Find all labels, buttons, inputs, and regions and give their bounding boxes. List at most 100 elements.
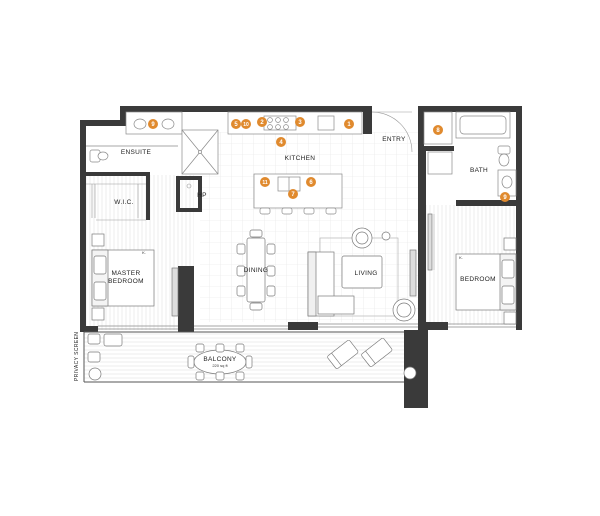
- marker-8[interactable]: 8: [433, 125, 443, 135]
- marker-7[interactable]: 7: [288, 189, 298, 199]
- master-nightstand-bottom: [91, 307, 105, 321]
- toilet-ensuite-bowl: [97, 151, 109, 161]
- marker-11-dot: [260, 177, 270, 187]
- label-living: LIVING: [354, 270, 377, 277]
- wic-shelves: [86, 183, 146, 221]
- marker-9-bath-dot: [500, 192, 510, 202]
- marker-10-number: 10: [243, 122, 249, 128]
- marker-1[interactable]: 1: [344, 119, 354, 129]
- bath-fixtures: [423, 111, 517, 197]
- marker-10-dot: [241, 119, 251, 129]
- marker-3[interactable]: 3: [295, 117, 305, 127]
- marker-3-number: 3: [298, 120, 302, 126]
- planter-right: [403, 366, 417, 380]
- marker-6[interactable]: 6: [306, 177, 316, 187]
- marker-8-dot: [433, 125, 443, 135]
- planter-left: [88, 367, 102, 381]
- marker-5[interactable]: 5: [231, 119, 241, 129]
- living-furniture: [307, 227, 417, 322]
- master-bedroom-furniture: [91, 233, 179, 321]
- label-balcony-area: 220 sq ft: [212, 363, 228, 368]
- marker-5-number: 5: [234, 122, 238, 128]
- wall-ensuite-left-top: [80, 120, 126, 126]
- toilet-bath-tank: [497, 145, 511, 155]
- walls: [80, 106, 522, 408]
- label-master-line2: BEDROOM: [108, 278, 144, 285]
- stool-1: [259, 207, 271, 215]
- marker-4[interactable]: 4: [276, 137, 286, 147]
- marker-4-number: 4: [279, 140, 283, 146]
- label-bath: BATH: [470, 167, 488, 174]
- balcony-furniture: [87, 333, 417, 381]
- marker-2-number: 2: [260, 120, 264, 126]
- second-nightstand-bottom: [503, 311, 517, 325]
- marker-11-number: 11: [262, 180, 268, 186]
- stool-2: [281, 207, 293, 215]
- wall-hp-bottom: [176, 208, 202, 212]
- entry-door: [371, 111, 413, 153]
- marker-9-ensuite[interactable]: 9: [148, 119, 158, 129]
- wall-bath-door: [418, 146, 454, 151]
- label-balcony: BALCONY: [203, 356, 237, 363]
- label-kitchen: KITCHEN: [285, 155, 316, 162]
- label-bed-size-master: K.: [142, 250, 146, 255]
- wall-bath-left: [418, 106, 424, 150]
- label-master-line1: MASTER: [112, 270, 141, 277]
- feature-markers: 1 2 3 4 5 10 6 7: [148, 117, 510, 202]
- marker-3-dot: [295, 117, 305, 127]
- kitchen-sink-counter: [317, 115, 335, 131]
- wall-wic-top: [86, 172, 150, 176]
- wall-kitchen-top: [226, 106, 372, 112]
- label-wic: W.I.C.: [114, 199, 134, 206]
- tv-console: [409, 249, 417, 297]
- dining-furniture: [236, 229, 276, 311]
- wall-hp-right: [198, 176, 202, 212]
- master-dresser: [171, 267, 179, 317]
- wall-west: [80, 120, 86, 332]
- marker-5-dot: [231, 119, 241, 129]
- lounger-2: [361, 337, 393, 367]
- wall-bedroom-bottom: [426, 322, 448, 330]
- stool-4: [325, 207, 337, 215]
- coffee-table: [341, 255, 383, 289]
- stool-3: [303, 207, 315, 215]
- marker-1-number: 1: [347, 122, 351, 128]
- marker-7-dot: [288, 189, 298, 199]
- hp-unit: [186, 183, 192, 189]
- marker-9-bath[interactable]: 9: [500, 192, 510, 202]
- wall-bedroom-left: [418, 150, 426, 330]
- marker-1-dot: [344, 119, 354, 129]
- label-privacy-screen: PRIVACY SCREEN: [74, 332, 80, 381]
- marker-9-ensuite-dot: [148, 119, 158, 129]
- label-bedroom: BEDROOM: [460, 276, 496, 283]
- sofa-chaise: [317, 295, 355, 315]
- wall-hp-top: [176, 176, 202, 180]
- marker-4-dot: [276, 137, 286, 147]
- wall-master-right: [178, 266, 194, 332]
- wall-east: [516, 106, 522, 330]
- label-entry: ENTRY: [382, 136, 406, 143]
- label-bed-size-second: K.: [459, 255, 463, 260]
- marker-2[interactable]: 2: [257, 117, 267, 127]
- label-ensuite: ENSUITE: [121, 149, 152, 156]
- wall-bath-top: [418, 106, 522, 112]
- second-nightstand-top: [503, 237, 517, 251]
- label-hp: HP: [197, 192, 207, 199]
- marker-2-dot: [257, 117, 267, 127]
- marker-10[interactable]: 10: [241, 119, 251, 129]
- marker-9-bath-number: 9: [503, 195, 507, 201]
- marker-9-ensuite-number: 9: [151, 122, 155, 128]
- wall-bath-bottom: [456, 200, 516, 206]
- marker-8-number: 8: [436, 128, 440, 134]
- wall-sw-corner: [80, 326, 98, 332]
- room-labels: ENSUITE KITCHEN ENTRY BATH W.I.C. HP MAS…: [74, 136, 496, 381]
- linen-closet: [427, 151, 453, 175]
- wall-living-bottom: [288, 322, 318, 330]
- marker-11[interactable]: 11: [260, 177, 270, 187]
- wall-ensuite-step: [120, 106, 126, 124]
- dining-table: [246, 237, 266, 303]
- second-closet: [427, 213, 433, 271]
- bedroom-furniture: [427, 213, 517, 325]
- lounger-1: [327, 339, 359, 369]
- sink-left: [133, 118, 147, 130]
